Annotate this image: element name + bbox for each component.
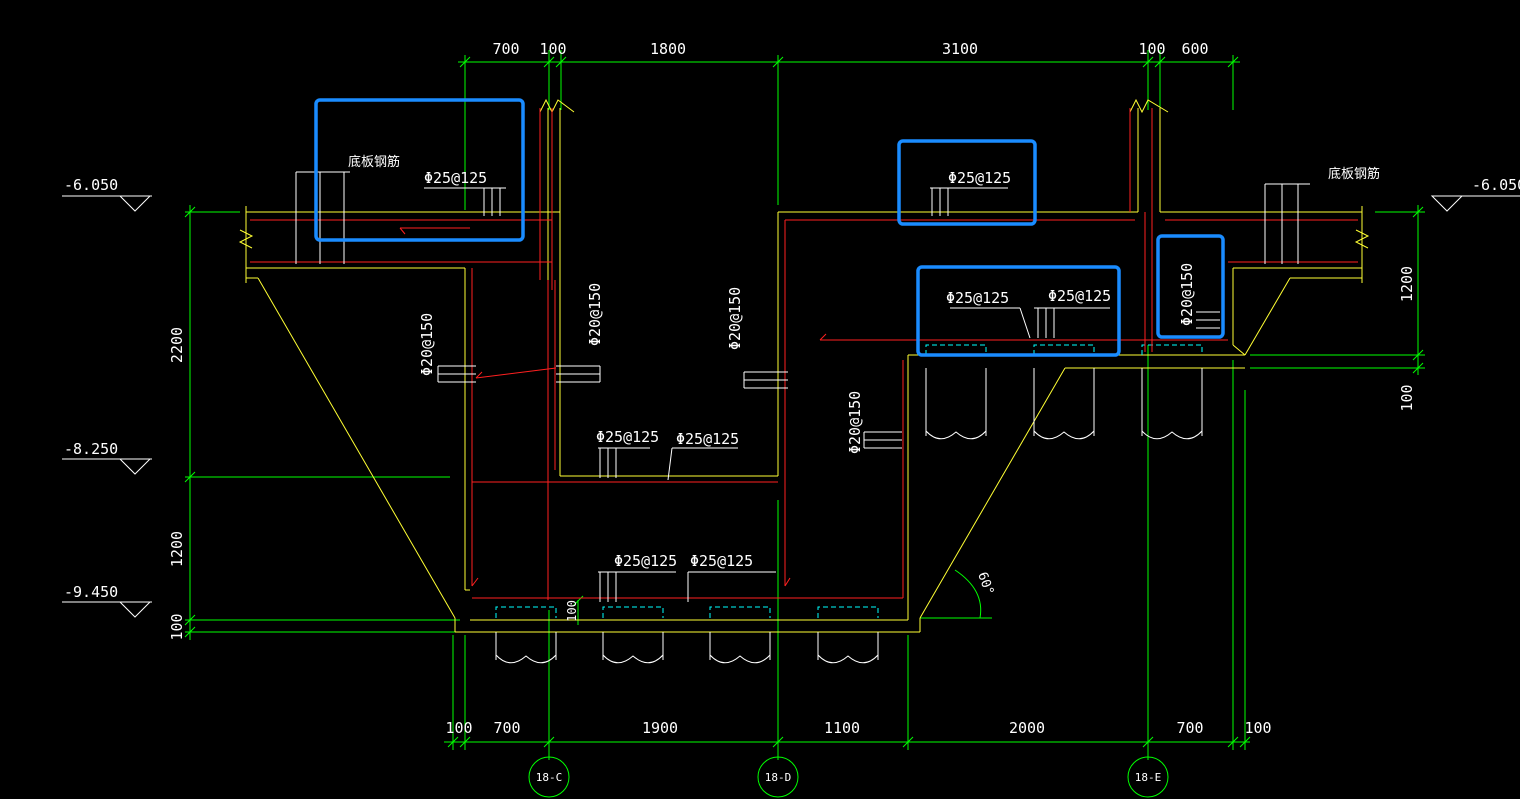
- dim-left-100: 100: [168, 613, 186, 640]
- dimension-lines: [184, 50, 1425, 760]
- dim-top-100-right: 100: [1138, 40, 1165, 58]
- pile-caps: [495, 344, 1203, 618]
- axis-label-18-c: 18-C: [536, 771, 563, 784]
- note-left: 底板钢筋: [348, 154, 400, 170]
- pile-2: [602, 632, 664, 664]
- highlight-box-right-wall[interactable]: [1156, 234, 1225, 339]
- elevation-labels: -6.050 -6.050 -8.250 -9.450: [64, 176, 1520, 601]
- rebar-label-wall-pit-right: Φ20@150: [726, 287, 744, 350]
- dim-bottom-1100: 1100: [824, 719, 860, 737]
- rebar-label-right-step-a: Φ25@125: [946, 289, 1009, 307]
- axis-bubble-18-d: [757, 756, 799, 798]
- axis-markers: [528, 742, 1169, 798]
- pile-4: [817, 632, 879, 664]
- rebar-label-top-left: Φ25@125: [424, 169, 487, 187]
- rebar-labels: Φ25@125 Φ25@125 Φ25@125 Φ25@125 Φ25@125 …: [418, 169, 1196, 570]
- axis-bubble-18-c: [528, 756, 570, 798]
- piles: [495, 368, 1203, 664]
- dim-right-1200: 1200: [1398, 266, 1416, 302]
- dim-left-2200: 2200: [168, 327, 186, 363]
- elev-top-left: -6.050: [64, 176, 118, 194]
- dim-right-100: 100: [1398, 384, 1416, 411]
- pile-7: [1141, 368, 1203, 440]
- axis-labels: 18-C 18-D 18-E: [536, 771, 1162, 784]
- rebar-label-pit-b: Φ25@125: [676, 430, 739, 448]
- dim-bottom-100-left: 100: [445, 719, 472, 737]
- dim-top-1800: 1800: [650, 40, 686, 58]
- elev-top-right: -6.050: [1472, 176, 1520, 194]
- highlight-boxes: [314, 98, 1225, 357]
- dim-bottom-700-left: 700: [493, 719, 520, 737]
- highlight-box-right-step[interactable]: [916, 265, 1121, 357]
- rebar-lines: [250, 108, 1358, 600]
- dim-bottom-100-right: 100: [1244, 719, 1271, 737]
- dim-inner-100: 100: [565, 600, 579, 622]
- rebar-label-right-step-b: Φ25@125: [1048, 287, 1111, 305]
- dim-bottom-1900: 1900: [642, 719, 678, 737]
- rebar-label-wall-pit-left: Φ20@150: [586, 283, 604, 346]
- axis-label-18-d: 18-D: [765, 771, 792, 784]
- dim-bottom-2000: 2000: [1009, 719, 1045, 737]
- highlight-box-top-left[interactable]: [314, 98, 525, 242]
- dim-top-700: 700: [492, 40, 519, 58]
- pile-1: [495, 632, 557, 664]
- rebar-label-bottom-b: Φ25@125: [690, 552, 753, 570]
- note-labels: 底板钢筋 底板钢筋: [348, 154, 1380, 182]
- pile-5: [925, 368, 987, 440]
- rebar-label-wall-right-step: Φ20@150: [846, 391, 864, 454]
- elev-bottom: -9.450: [64, 583, 118, 601]
- axis-bubble-18-e: [1127, 756, 1169, 798]
- dimension-labels: 700 100 1800 3100 100 600 100 700 1900 1…: [168, 40, 1416, 737]
- highlight-box-top-mid[interactable]: [897, 139, 1037, 226]
- pile-6: [1033, 368, 1095, 440]
- rebar-label-top-mid: Φ25@125: [948, 169, 1011, 187]
- structure-outline: [238, 98, 1370, 633]
- dim-bottom-700-right: 700: [1176, 719, 1203, 737]
- leader-lines: [295, 171, 1310, 602]
- elevation-symbols: [62, 195, 1520, 618]
- dim-top-3100: 3100: [942, 40, 978, 58]
- axis-label-18-e: 18-E: [1135, 771, 1162, 784]
- rebar-label-wall-left: Φ20@150: [418, 313, 436, 376]
- pile-3: [709, 632, 771, 664]
- dim-top-600: 600: [1181, 40, 1208, 58]
- dim-left-1200: 1200: [168, 531, 186, 567]
- rebar-label-pit-a: Φ25@125: [596, 428, 659, 446]
- rebar-label-wall-right: Φ20@150: [1178, 263, 1196, 326]
- note-right: 底板钢筋: [1328, 166, 1380, 182]
- angle-label: 60°: [974, 570, 996, 597]
- dim-top-100-left: 100: [539, 40, 566, 58]
- rebar-label-bottom-a: Φ25@125: [614, 552, 677, 570]
- elev-mid: -8.250: [64, 440, 118, 458]
